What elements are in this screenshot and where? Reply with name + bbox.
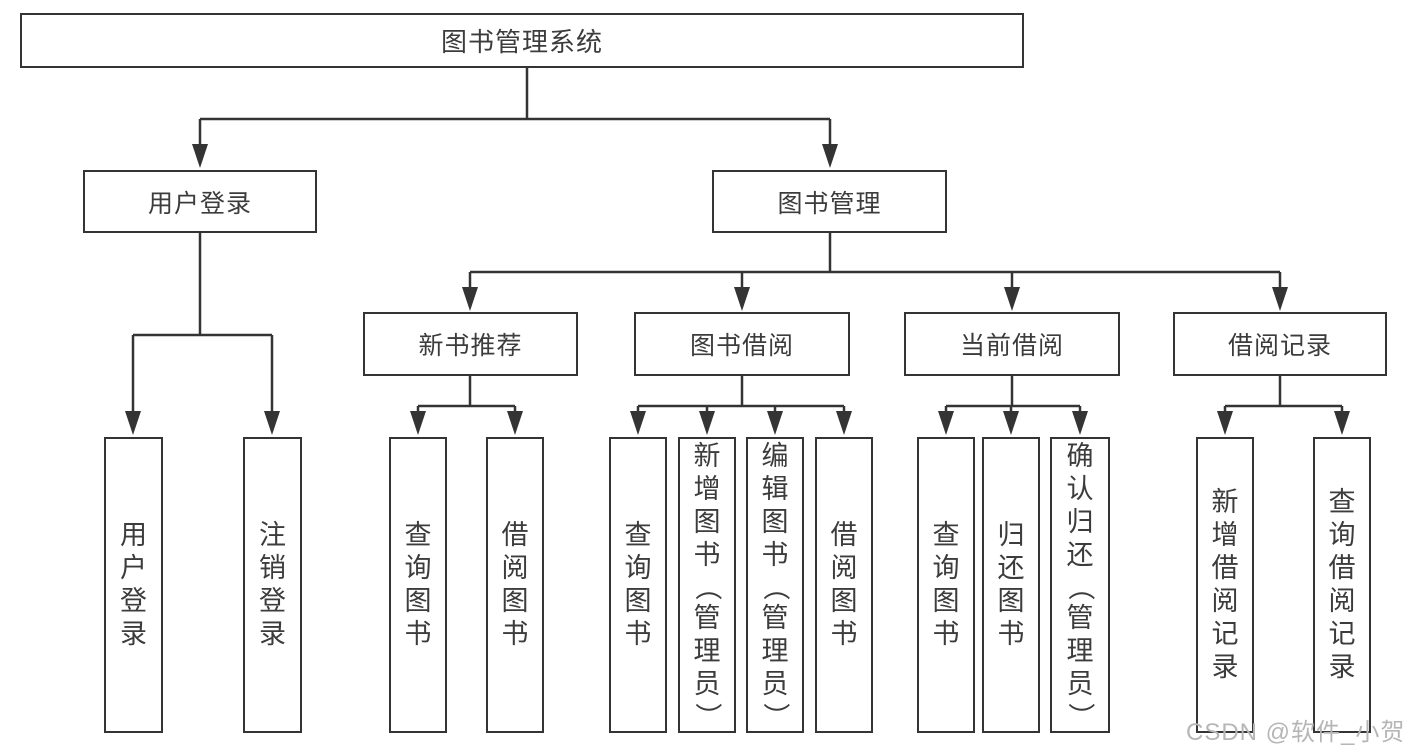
leaf-confirm-return-admin: 确认归还（管理员）	[1050, 437, 1110, 733]
node-new-book-recommend: 新书推荐	[363, 312, 578, 376]
leaf-borrow-books-borrow: 借阅图书	[815, 437, 873, 733]
node-library-management-system: 图书管理系统	[20, 13, 1024, 68]
node-book-management: 图书管理	[712, 170, 947, 233]
node-borrow-records: 借阅记录	[1173, 312, 1387, 376]
leaf-add-books-admin: 新增图书（管理员）	[678, 437, 736, 733]
leaf-borrow-books-recommend-label: 借阅图书	[501, 520, 529, 649]
leaf-return-books-label: 归还图书	[997, 520, 1025, 649]
node-book-borrow: 图书借阅	[634, 312, 850, 376]
leaf-add-borrow-record: 新增借阅记录	[1196, 437, 1254, 733]
leaf-logout-login: 注销登录	[243, 437, 302, 733]
leaf-query-books-current-label: 查询图书	[932, 520, 960, 649]
leaf-borrow-books-recommend: 借阅图书	[486, 437, 544, 733]
leaf-query-books-borrow: 查询图书	[609, 437, 667, 733]
leaf-query-borrow-record: 查询借阅记录	[1313, 437, 1371, 733]
node-current-borrow: 当前借阅	[904, 312, 1120, 376]
leaf-query-books-borrow-label: 查询图书	[624, 520, 652, 649]
leaf-logout-login-label: 注销登录	[259, 520, 286, 649]
leaf-edit-books-admin-label: 编辑图书（管理员）	[760, 440, 790, 730]
leaf-confirm-return-admin-label: 确认归还（管理员）	[1065, 440, 1095, 730]
leaf-add-books-admin-label: 新增图书（管理员）	[692, 440, 722, 730]
leaf-query-books-recommend-label: 查询图书	[404, 520, 432, 649]
leaf-return-books: 归还图书	[982, 437, 1040, 733]
leaf-borrow-books-borrow-label: 借阅图书	[830, 520, 858, 649]
leaf-query-books-current: 查询图书	[917, 437, 975, 733]
leaf-user-login-label: 用户登录	[120, 520, 147, 649]
node-user-login: 用户登录	[83, 170, 317, 233]
watermark: CSDN @软件_小贺同学	[1186, 719, 1405, 746]
leaf-user-login: 用户登录	[104, 437, 163, 733]
leaf-query-borrow-record-label: 查询借阅记录	[1328, 487, 1356, 682]
leaf-query-books-recommend: 查询图书	[389, 437, 447, 733]
leaf-edit-books-admin: 编辑图书（管理员）	[746, 437, 804, 733]
leaf-add-borrow-record-label: 新增借阅记录	[1211, 487, 1239, 682]
